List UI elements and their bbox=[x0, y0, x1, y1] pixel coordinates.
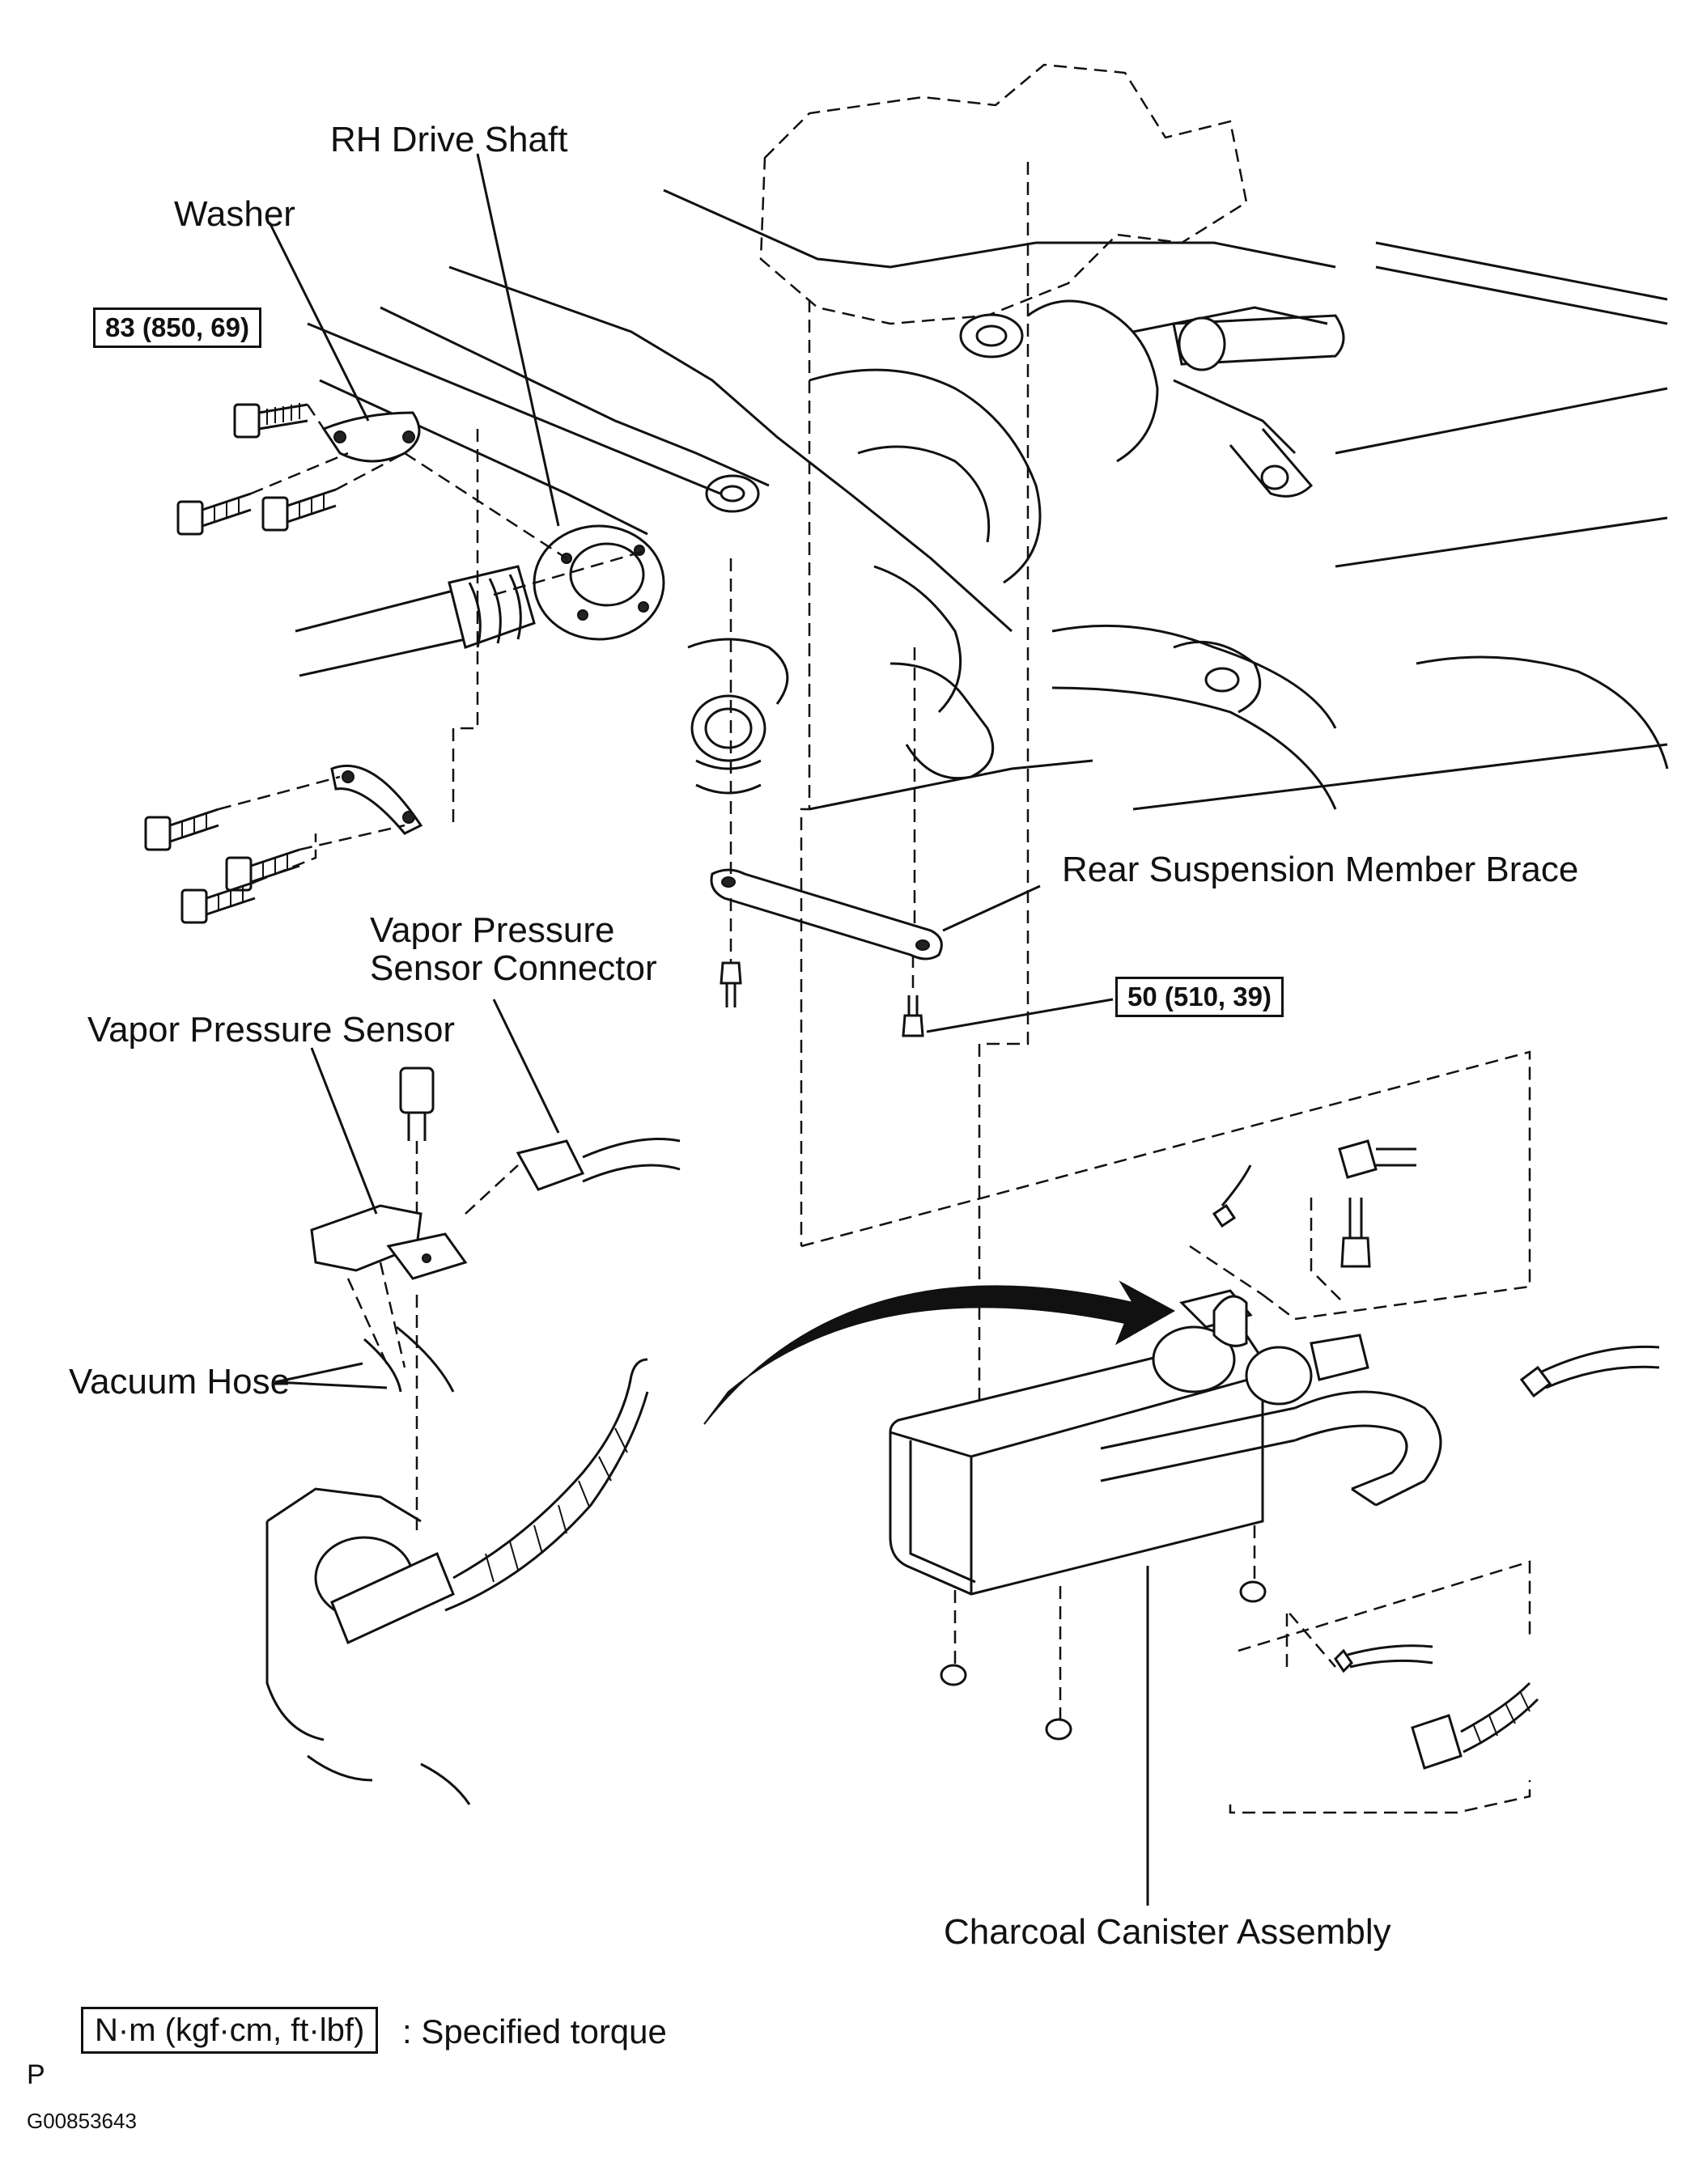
vapor-pressure-sensor-connector-label-line1: Vapor Pressure bbox=[370, 910, 615, 950]
footer-marker: P bbox=[27, 2059, 45, 2090]
bolt bbox=[180, 880, 256, 924]
vacuum-hose-label: Vacuum Hose bbox=[69, 1362, 291, 1402]
torque-legend-unit-box: N·m (kgf·cm, ft·lbf) bbox=[81, 2007, 379, 2054]
torque-spec-brace: 50 (510, 39) bbox=[1115, 977, 1284, 1018]
rear-suspension-member-brace-label: Rear Suspension Member Brace bbox=[1062, 850, 1579, 889]
rh-drive-shaft-label: RH Drive Shaft bbox=[330, 120, 568, 159]
bolt bbox=[144, 808, 219, 851]
bolt bbox=[176, 492, 252, 536]
leader-lines bbox=[268, 153, 1149, 1906]
torque-spec-drive-shaft: 83 (850, 69) bbox=[93, 307, 261, 349]
torque-legend-description: : Specified torque bbox=[402, 2012, 667, 2050]
bolt bbox=[225, 848, 300, 892]
transition-arrow bbox=[703, 1280, 1176, 1425]
vapor-pressure-sensor-connector-label-line2: Sensor Connector bbox=[370, 948, 657, 988]
charcoal-canister bbox=[889, 1139, 1660, 1770]
vapor-pressure-sensor-label: Vapor Pressure Sensor bbox=[87, 1010, 456, 1050]
rh-drive-shaft-group bbox=[144, 403, 665, 924]
washer-label: Washer bbox=[174, 194, 295, 234]
rear-suspension-member-brace bbox=[710, 558, 943, 1037]
vehicle-underbody bbox=[319, 63, 1669, 811]
bolt bbox=[261, 488, 337, 532]
charcoal-canister-assembly-label: Charcoal Canister Assembly bbox=[944, 1912, 1391, 1952]
vapor-pressure-sensor-group bbox=[265, 1067, 681, 1805]
bolt bbox=[233, 403, 308, 439]
figure-id: G00853643 bbox=[27, 2109, 137, 2133]
